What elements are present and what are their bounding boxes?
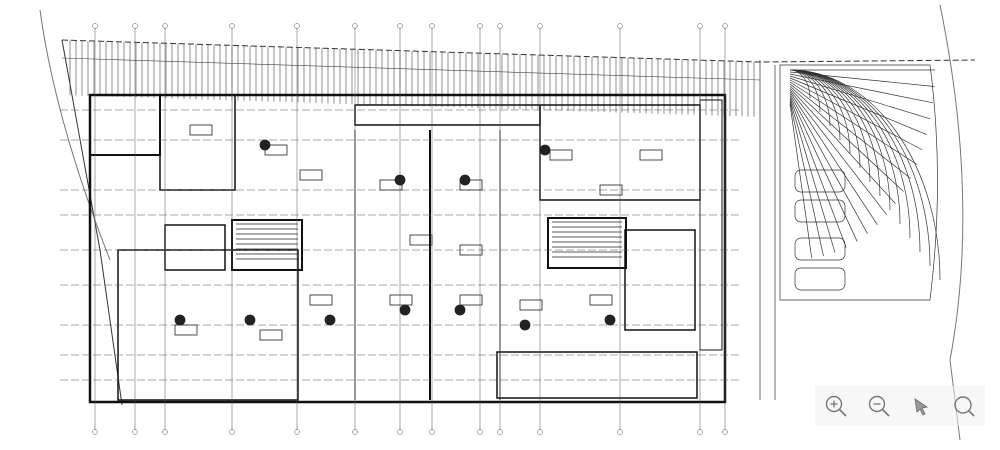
building-outline xyxy=(88,93,727,404)
plant-symbol xyxy=(399,304,411,316)
ramp-radial xyxy=(789,71,935,87)
ramp-radial xyxy=(789,99,836,253)
zoom-out-button[interactable] xyxy=(866,393,892,419)
grid-bubble xyxy=(294,23,300,29)
ramp-radial xyxy=(789,81,918,165)
display-table xyxy=(459,294,483,306)
grid-bubble xyxy=(92,429,98,435)
display-table xyxy=(189,124,213,136)
grid-bubble xyxy=(352,23,358,29)
zoom-in-button[interactable] xyxy=(823,393,849,419)
parked-car xyxy=(794,169,846,193)
grid-bubble xyxy=(162,23,168,29)
parked-car xyxy=(794,237,846,261)
grid-bubble xyxy=(477,23,483,29)
ramp-arc xyxy=(789,69,851,155)
plant-symbol xyxy=(454,304,466,316)
reset-view-button[interactable] xyxy=(951,393,977,419)
grid-bubble xyxy=(132,23,138,29)
reset-view-icon xyxy=(954,396,975,417)
grid-bubble xyxy=(537,23,543,29)
plant-symbol xyxy=(174,314,186,326)
grid-bubble xyxy=(497,429,503,435)
ramp-radial xyxy=(789,73,934,104)
display-table xyxy=(519,299,543,311)
grid-bubble xyxy=(617,23,623,29)
plant-symbol xyxy=(539,144,551,156)
display-table xyxy=(409,234,433,246)
display-table xyxy=(459,179,483,191)
grid-bubble xyxy=(294,429,300,435)
ramp-arc xyxy=(789,69,811,99)
ramp-radial xyxy=(789,101,824,257)
display-table xyxy=(389,294,413,306)
ramp-arc xyxy=(789,69,931,267)
grid-bubble xyxy=(697,23,703,29)
ramp-radial xyxy=(789,75,931,120)
parking-ramp xyxy=(759,60,941,400)
pointer-button[interactable] xyxy=(908,393,934,419)
grid-bubble xyxy=(162,429,168,435)
ramp-radial xyxy=(789,103,813,259)
display-table xyxy=(549,149,573,161)
plant-symbol xyxy=(604,314,616,326)
grid-bubble xyxy=(397,429,403,435)
ramp-radial xyxy=(789,77,927,135)
grid-bubble xyxy=(429,429,435,435)
plant-symbol xyxy=(394,174,406,186)
ramp-radial xyxy=(789,95,858,242)
grid-bubble xyxy=(722,429,728,435)
display-table xyxy=(599,184,623,196)
grid-bubble xyxy=(497,23,503,29)
grid-bubble xyxy=(92,23,98,29)
grid-bubble xyxy=(617,429,623,435)
plant-symbol xyxy=(324,314,336,326)
grid-bubble xyxy=(537,429,543,435)
grid-bubble xyxy=(429,23,435,29)
column-grid xyxy=(60,23,740,435)
viewer-toolbar xyxy=(815,386,985,426)
grid-bubble xyxy=(697,429,703,435)
grid-bubble xyxy=(229,429,235,435)
parked-car xyxy=(794,267,846,291)
parked-car xyxy=(794,199,846,223)
canopy-edge xyxy=(61,57,761,81)
display-table xyxy=(174,324,198,336)
ramp-radial xyxy=(789,79,923,151)
furniture-symbols xyxy=(174,124,663,341)
plant-symbol xyxy=(459,174,471,186)
ramp-radial xyxy=(789,89,888,215)
plant-symbol xyxy=(519,319,531,331)
ramp-radial xyxy=(789,97,847,248)
display-table xyxy=(589,294,613,306)
ramp-radial xyxy=(789,83,911,179)
display-table xyxy=(259,329,283,341)
plant-symbol xyxy=(244,314,256,326)
pointer-icon xyxy=(914,398,929,416)
ramp-radial xyxy=(789,87,896,204)
grid-bubble xyxy=(397,23,403,29)
zoom-in-icon xyxy=(826,395,847,417)
display-table xyxy=(639,149,663,161)
grid-bubble xyxy=(132,429,138,435)
display-table xyxy=(459,244,483,256)
ramp-arc xyxy=(789,69,871,183)
grid-bubble xyxy=(477,429,483,435)
ramp-radial xyxy=(789,85,904,192)
zoom-out-icon xyxy=(868,395,890,417)
roof-canopy-hatch xyxy=(61,40,761,117)
grid-bubble xyxy=(229,23,235,29)
plant-symbol xyxy=(259,139,271,151)
grid-bubble xyxy=(352,429,358,435)
display-table xyxy=(309,294,333,306)
ramp-radial xyxy=(789,91,878,226)
grid-bubble xyxy=(722,23,728,29)
ramp-radial xyxy=(789,93,868,234)
display-table xyxy=(299,169,323,181)
